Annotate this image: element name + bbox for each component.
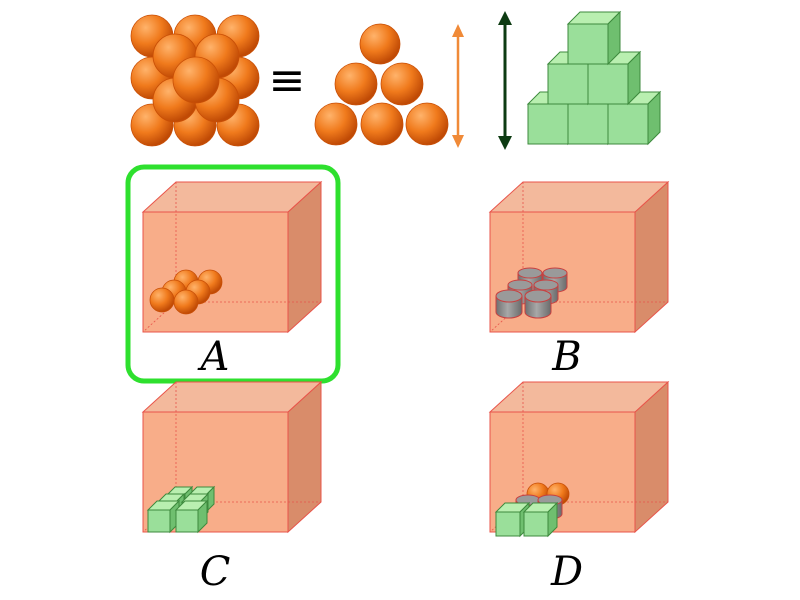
option-a-label: A xyxy=(197,334,230,380)
cylinder xyxy=(495,289,523,319)
sphere xyxy=(359,23,401,65)
sphere xyxy=(380,62,424,106)
option-d[interactable] xyxy=(488,380,670,538)
sphere xyxy=(405,102,449,146)
container-box xyxy=(141,380,323,534)
sphere-pyramid xyxy=(314,23,449,146)
option-b[interactable] xyxy=(488,180,670,334)
dark-green-height-arrow xyxy=(498,11,512,150)
sphere xyxy=(360,102,404,146)
option-c[interactable] xyxy=(141,380,323,534)
selection-highlight xyxy=(125,164,341,384)
sphere xyxy=(334,62,378,106)
equivalence-symbol: ≡ xyxy=(269,55,306,106)
sphere-cluster-top-view xyxy=(130,14,260,147)
cube xyxy=(522,501,559,538)
option-d-label: D xyxy=(550,549,583,595)
option-c-label: C xyxy=(200,549,231,595)
sphere xyxy=(314,102,358,146)
cube xyxy=(146,499,181,534)
sphere xyxy=(149,287,175,313)
option-a[interactable] xyxy=(141,180,323,334)
container-box xyxy=(141,180,323,334)
option-b-label: B xyxy=(551,334,581,380)
cube xyxy=(174,499,209,534)
cube-pyramid xyxy=(526,10,662,146)
sphere xyxy=(173,289,199,315)
cube xyxy=(566,10,622,66)
cylinder xyxy=(524,289,552,319)
sphere xyxy=(172,56,220,104)
orange-height-arrow xyxy=(452,24,464,148)
